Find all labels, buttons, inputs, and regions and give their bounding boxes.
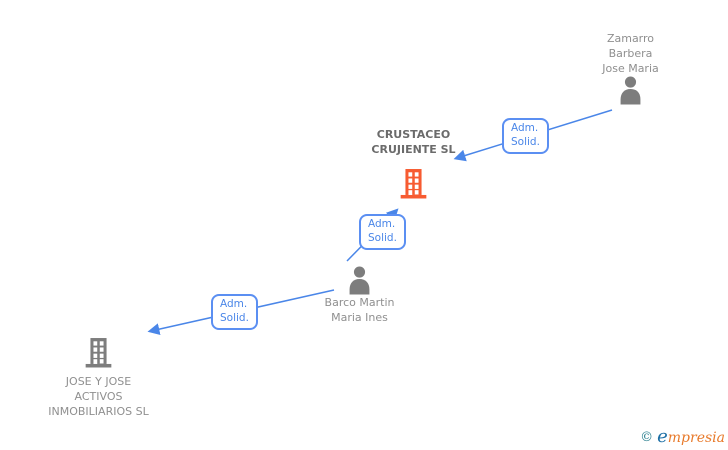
node-label: CRUSTACEO CRUJIENTE SL xyxy=(371,128,456,156)
brand-name: mpresia xyxy=(667,430,725,446)
person-icon xyxy=(620,76,641,105)
brand-initial: e xyxy=(657,426,668,447)
node-barco-martin[interactable]: Barco Martin Maria Ines xyxy=(287,266,432,325)
copyright-icon: © xyxy=(640,430,654,445)
company-building-icon xyxy=(85,338,112,368)
node-label: Barco Martin Maria Ines xyxy=(324,296,395,324)
relationship-badge-adm-solid: Adm. Solid. xyxy=(211,294,258,330)
person-icon xyxy=(349,266,370,295)
relationship-badge-adm-solid: Adm. Solid. xyxy=(502,118,549,154)
node-label: JOSE Y JOSE ACTIVOS INMOBILIARIOS SL xyxy=(48,375,149,418)
company-building-icon xyxy=(400,169,427,199)
node-zamarro-barbera[interactable]: Zamarro Barbera Jose Maria xyxy=(558,31,703,105)
node-crustaceo-crujiente[interactable]: CRUSTACEO CRUJIENTE SL xyxy=(341,127,486,200)
empresia-logo[interactable]: ©empresia xyxy=(640,426,725,447)
relationship-badge-adm-solid: Adm. Solid. xyxy=(359,214,406,250)
node-jose-y-jose[interactable]: JOSE Y JOSE ACTIVOS INMOBILIARIOS SL xyxy=(26,335,171,419)
node-label: Zamarro Barbera Jose Maria xyxy=(602,32,659,75)
